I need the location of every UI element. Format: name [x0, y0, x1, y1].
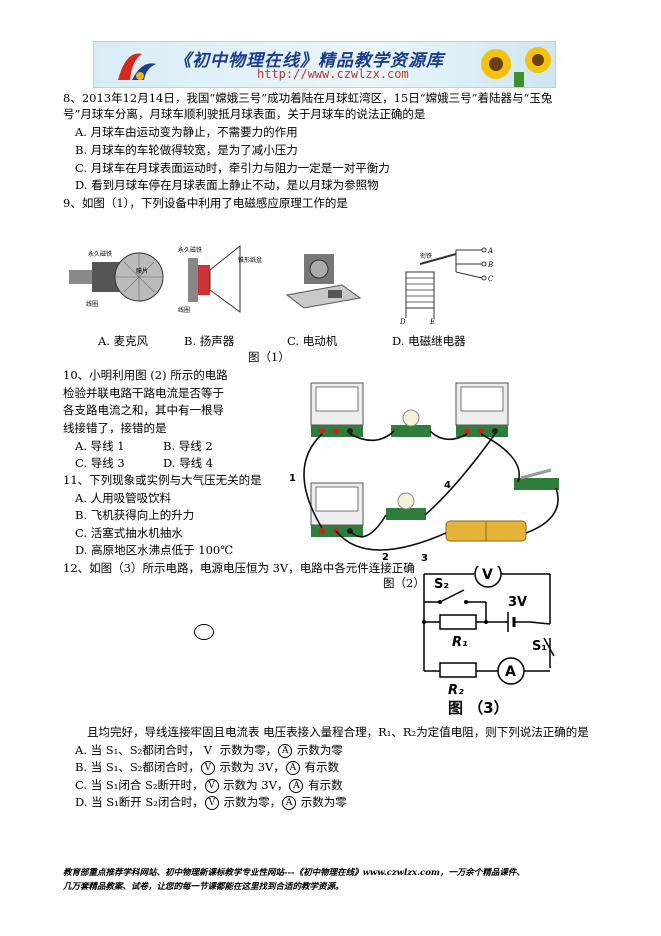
mic-diaphragm-label: 膜片 — [136, 267, 148, 275]
voltmeter-symbol: V — [203, 743, 213, 757]
speaker-coil-label: 线圈 — [178, 306, 190, 314]
q8-option-d: D. 看到月球车停在月球表面上静止不动，是以月球为参照物 — [75, 178, 379, 192]
voltmeter-symbol: V — [204, 779, 219, 793]
empty-ellipse — [194, 624, 214, 640]
relay-e-label: E — [429, 318, 435, 324]
fig2-caption: 图（2） — [383, 576, 425, 590]
wire-1-label: 1 — [289, 473, 296, 484]
q11-option-a: A. 人用吸管吸饮料 — [75, 491, 172, 505]
ammeter-bottom — [310, 482, 364, 537]
motor-figure — [285, 254, 362, 309]
q11-option-d: D. 高原地区水沸点低于 100℃ — [75, 543, 234, 557]
switch — [514, 468, 559, 490]
q12-d-prefix: D. 当 S₁断开 S₂闭合时， — [75, 795, 204, 809]
wire-4-label: 4 — [444, 480, 451, 491]
q10-option-d: D. 导线 4 — [163, 456, 214, 470]
fig2-circuit: 1 2 3 4 — [289, 382, 559, 564]
fig3-voltmeter-label: V — [482, 567, 493, 583]
relay-c-label: C — [488, 275, 494, 283]
q9-option-a: A. 麦克风 — [98, 334, 149, 348]
q12-a-prefix: A. 当 S₁、S₂都闭合时， — [75, 743, 200, 757]
q12-stem-line1: 12、如图（3）所示电路，电源电压恒为 3V，电路中各元件连接正确 — [63, 561, 415, 575]
q12-b-mid: 示数为 3V， — [215, 760, 285, 774]
fig3-caption: 图 （3） — [448, 699, 509, 717]
q11-option-c: C. 活塞式抽水机抽水 — [75, 526, 183, 540]
q10-stem-line4: 线接错了，接错的是 — [63, 421, 167, 435]
banner-url: http://www.czwlzx.com — [257, 67, 409, 81]
battery-box — [445, 520, 527, 542]
speaker-figure: 永久磁铁 锥形纸盆 线圈 — [178, 244, 262, 314]
q12-b-prefix: B. 当 S₁、S₂都闭合时， — [75, 760, 200, 774]
footer-line2: 几万套精品教案、试卷，让您的每一节课都能在这里找到合适的教学资源。 — [63, 882, 344, 892]
q10-stem-line2: 检验并联电路干路电流是否等于 — [63, 386, 224, 400]
q12-option-a: A. 当 S₁、S₂都闭合时，V 示数为零，A 示数为零 — [75, 743, 343, 758]
bulb-top — [391, 409, 431, 437]
fig3-s2-label: S₂ — [434, 577, 449, 592]
q12-c-suffix: 有示数 — [304, 778, 343, 792]
fig3-3v-label: 3V — [508, 595, 527, 610]
q8-option-b: B. 月球车的车轮做得较宽，是为了减小压力 — [75, 143, 298, 157]
q9-stem: 9、如图（1），下列设备中利用了电磁感应原理工作的是 — [63, 196, 348, 210]
site-logo-icon — [118, 53, 156, 80]
fig3-s1-label: S₁ — [532, 639, 547, 654]
wire-3-label: 3 — [421, 553, 428, 564]
mic-magnet-label: 永久磁铁 — [88, 250, 112, 258]
footer-line1: 教育部重点推荐学科网站、初中物理新课标教学专业性网站---《初中物理在线》www… — [63, 868, 525, 878]
q9-option-b: B. 扬声器 — [184, 334, 235, 348]
q9-option-c: C. 电动机 — [287, 334, 338, 348]
q12-b-suffix: 有示数 — [300, 760, 339, 774]
q9-option-d: D. 电磁继电器 — [392, 334, 466, 348]
q12-option-d: D. 当 S₁断开 S₂闭合时，V 示数为零，A 示数为零 — [75, 795, 347, 810]
microphone-figure: 永久磁铁 膜片 线圈 — [69, 250, 164, 308]
bulb-bottom — [386, 492, 426, 520]
q10-option-c: C. 导线 3 — [75, 456, 125, 470]
speaker-magnet-label: 永久磁铁 — [178, 246, 202, 254]
q12-a-mid: 示数为零， — [216, 743, 278, 757]
banner-title: 《初中物理在线》精品教学资源库 — [174, 51, 444, 71]
relay-d-label: D — [399, 318, 406, 324]
voltmeter-symbol: V — [200, 761, 215, 775]
footer: 教育部重点推荐学科网站、初中物理新课标教学专业性网站---《初中物理在线》www… — [63, 866, 623, 894]
q11-option-b: B. 飞机获得向上的升力 — [75, 508, 195, 522]
sunflower-icon — [481, 47, 551, 87]
relay-figure: 衔铁 A B C D E — [399, 247, 494, 324]
relay-a-label: A — [487, 247, 493, 255]
q10-option-a: A. 导线 1 — [75, 439, 125, 453]
q10-stem-line1: 10、小明利用图 (2) 所示的电路 — [63, 368, 228, 382]
q12-option-b: B. 当 S₁、S₂都闭合时，V 示数为 3V，A 有示数 — [75, 760, 339, 775]
mic-coil-label: 线圈 — [86, 300, 98, 308]
q12-c-prefix: C. 当 S₁闭合 S₂断开时， — [75, 778, 204, 792]
q8-stem-line1: 8、2013年12月14日，我国“嫦娥三号”成功着陆在月球虹湾区，15日“嫦娥三… — [63, 91, 553, 105]
fig3-schematic: V A S₂ 3V R₁ S₁ R₂ — [422, 566, 555, 698]
speaker-cone-label: 锥形纸盆 — [238, 256, 262, 264]
voltmeter-symbol: V — [204, 796, 219, 810]
wire-2-label: 2 — [382, 552, 389, 563]
q8-option-c: C. 月球车在月球表面运动时，牵引力与阻力一定是一对平衡力 — [75, 161, 390, 175]
ammeter-top-left — [310, 382, 364, 437]
relay-iron-label: 衔铁 — [420, 252, 432, 260]
q12-d-mid: 示数为零， — [219, 795, 282, 809]
q12-stem-line2: 且均完好，导线连接牢固且电流表 电压表接入量程合理，R₁、R₂为定值电阻，则下列… — [87, 725, 589, 739]
q10-option-b: B. 导线 2 — [163, 439, 213, 453]
q12-option-c: C. 当 S₁闭合 S₂断开时，V 示数为 3V，A 有示数 — [75, 778, 343, 793]
fig1-caption: 图（1） — [248, 350, 290, 364]
q12-d-suffix: 示数为零 — [297, 795, 347, 809]
relay-b-label: B — [487, 261, 493, 269]
q8-stem-line2: 号”月球车分离，月球车顺利驶抵月球表面，关于月球车的说法正确的是 — [63, 107, 426, 121]
ammeter-symbol: A — [282, 796, 297, 810]
q12-a-suffix: 示数为零 — [293, 743, 343, 757]
ammeter-symbol: A — [289, 779, 304, 793]
fig3-ammeter-label: A — [505, 664, 516, 680]
ammeter-top-right — [455, 382, 509, 437]
q12-c-mid: 示数为 3V， — [219, 778, 289, 792]
q11-stem: 11、下列现象或实例与大气压无关的是 — [63, 473, 262, 487]
fig3-r2-label: R₂ — [448, 683, 464, 698]
ammeter-symbol: A — [285, 761, 300, 775]
header-banner: 《初中物理在线》精品教学资源库 http://www.czwlzx.com — [93, 41, 556, 88]
q10-stem-line3: 各支路电流之和，其中有一根导 — [63, 403, 224, 417]
fig3-r1-label: R₁ — [452, 635, 468, 650]
ammeter-symbol: A — [278, 744, 293, 758]
q8-option-a: A. 月球车由运动变为静止，不需要力的作用 — [75, 125, 298, 139]
